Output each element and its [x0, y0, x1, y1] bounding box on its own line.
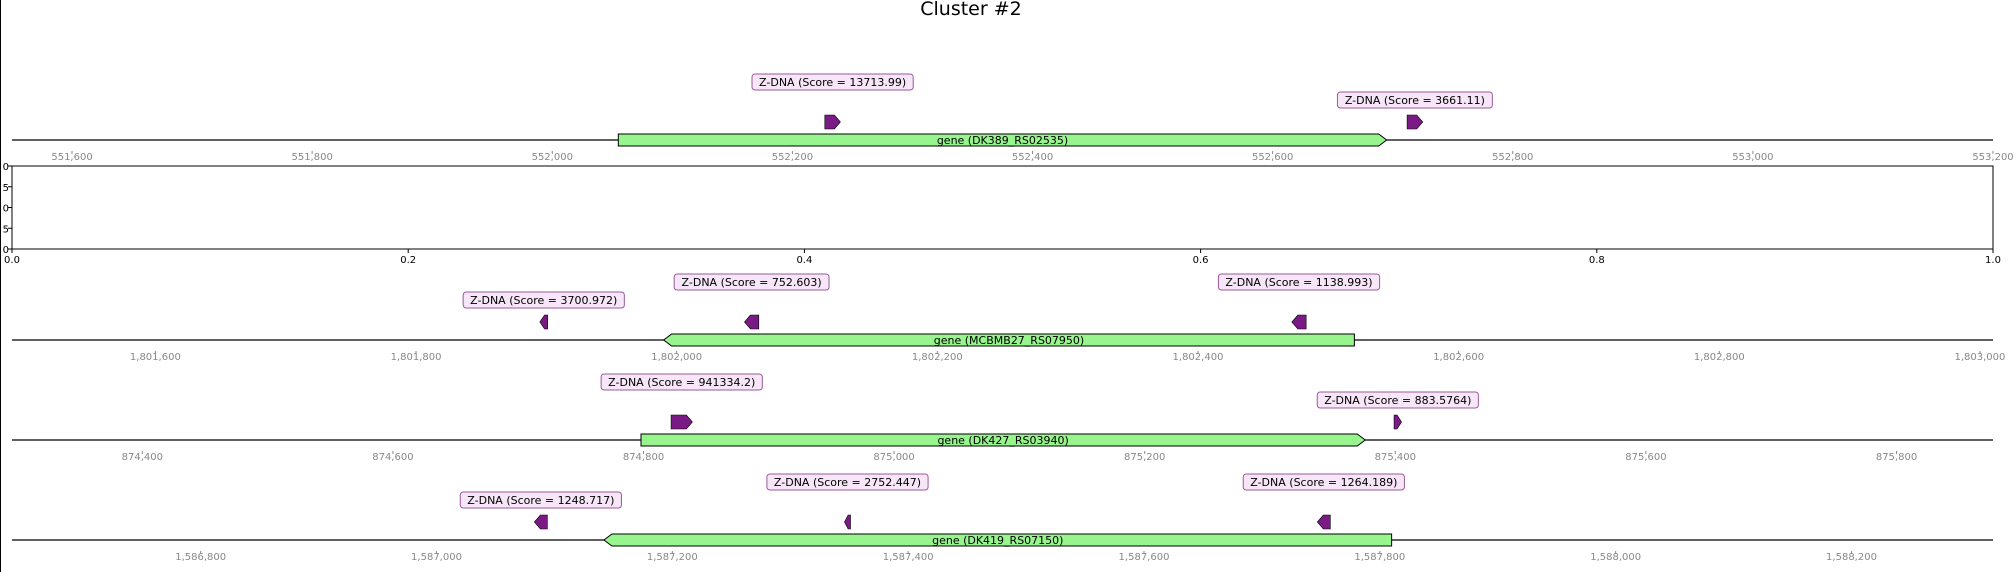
zdna-label-box [1316, 391, 1479, 409]
zdna-arrow [844, 514, 851, 530]
tick-label: 1,587,800 [1354, 552, 1405, 563]
figure-title: Cluster #2 [920, 0, 1022, 20]
tick-label: 1,587,200 [647, 552, 698, 563]
gene-arrow [617, 133, 1388, 147]
tick-label: 1,587,400 [883, 552, 934, 563]
gene-arrow [603, 533, 1393, 547]
x-tick-label: 0.2 [400, 255, 416, 266]
zdna-label: Z-DNA (Score = 2752.447) [774, 476, 921, 489]
tick-label: 551,800 [291, 152, 332, 163]
zdna-label: Z-DNA (Score = 941334.2) [608, 376, 755, 389]
y-tick-label: 0 [3, 245, 9, 256]
track-3: 874,400 874,600 874,800 875,000 875,200 875,4… [12, 373, 1993, 463]
y-tick-label: 0 [3, 162, 9, 173]
x-tick-label: 0.6 [1193, 255, 1209, 266]
tick-label: 1,588,000 [1590, 552, 1641, 563]
zdna-label: Z-DNA (Score = 13713.99) [759, 76, 906, 89]
track-4: 1,586,800 1,587,000 1,587,200 1,587,400 1,58… [12, 473, 1993, 563]
tick-label: 552,200 [772, 152, 813, 163]
tick-label: 875,000 [873, 452, 914, 463]
zdna-arrow [1393, 414, 1402, 430]
gene-arrow [640, 433, 1367, 447]
tick-label: 875,200 [1124, 452, 1165, 463]
tick-label: 874,400 [122, 452, 163, 463]
zdna-label: Z-DNA (Score = 1138.993) [1225, 276, 1372, 289]
zdna-label-box [1242, 473, 1405, 491]
zdna-arrow [744, 314, 760, 330]
zdna-label: Z-DNA (Score = 3661.11) [1345, 94, 1485, 107]
zdna-arrow [1406, 114, 1424, 130]
x-tick-label: 0.4 [796, 255, 812, 266]
tick-label: 1,802,200 [912, 352, 963, 363]
zdna-label-box [1336, 91, 1493, 109]
gene-label: gene (DK389_RS02535) [937, 134, 1068, 147]
tick-label: 1,802,800 [1694, 352, 1745, 363]
y-tick-label: 0 [3, 204, 9, 215]
tick-label: 875,800 [1876, 452, 1917, 463]
tick-label: 551,600 [51, 152, 92, 163]
tick-label: 874,600 [372, 452, 413, 463]
tick-label: 1,802,400 [1173, 352, 1224, 363]
x-tick-label: 1.0 [1985, 255, 2001, 266]
zdna-label-box [1217, 273, 1381, 291]
tick-label: 553,200 [1972, 152, 2013, 163]
tick-label: 1,803,000 [1955, 352, 2006, 363]
gene-arrow [662, 333, 1355, 347]
gene-label: gene (MCBMB27_RS07950) [934, 334, 1084, 347]
zdna-label: Z-DNA (Score = 3700.972) [470, 294, 617, 307]
zdna-label-box [766, 473, 929, 491]
zdna-arrow [670, 414, 693, 430]
tick-label: 1,802,000 [651, 352, 702, 363]
empty-axes: 0.0 0.2 0.4 0.6 0.8 1.0 0 5 0 5 0 [3, 162, 2001, 266]
tick-label: 874,800 [623, 452, 664, 463]
gene-label: gene (DK427_RS03940) [937, 434, 1068, 447]
zdna-label-box [459, 491, 622, 509]
empty-axes-frame [11, 165, 1994, 250]
zdna-arrow [824, 114, 841, 130]
tick-label: 552,000 [532, 152, 573, 163]
y-tick-label: 5 [3, 183, 9, 194]
tick-label: 553,000 [1732, 152, 1773, 163]
zdna-arrow [1291, 314, 1307, 330]
tick-label: 552,400 [1012, 152, 1053, 163]
zdna-label: Z-DNA (Score = 1248.717) [467, 494, 614, 507]
track-1: 551,600 551,800 552,000 552,200 552,400 552,6… [12, 73, 2014, 163]
zdna-label-box [462, 291, 625, 309]
tick-label: 1,801,600 [130, 352, 181, 363]
tick-label: 875,600 [1625, 452, 1666, 463]
x-tick-label: 0.0 [4, 255, 20, 266]
zdna-arrow [539, 314, 548, 330]
tracks-layer: 551,600 551,800 552,000 552,200 552,400 552,6… [12, 73, 2014, 563]
tick-label: 1,587,600 [1119, 552, 1170, 563]
zdna-label-box [751, 73, 914, 91]
x-tick-label: 0.8 [1589, 255, 1605, 266]
tick-label: 1,588,200 [1826, 552, 1877, 563]
tick-label: 875,400 [1375, 452, 1416, 463]
tick-label: 1,586,800 [175, 552, 226, 563]
tick-label: 1,801,800 [391, 352, 442, 363]
zdna-arrow [533, 514, 548, 530]
zdna-arrow [1316, 514, 1331, 530]
zdna-label: Z-DNA (Score = 883.5764) [1324, 394, 1471, 407]
track-2: 1,801,600 1,801,800 1,802,000 1,802,200 1,80… [12, 273, 2006, 363]
tick-label: 1,587,000 [411, 552, 462, 563]
zdna-label-box [600, 373, 763, 391]
zdna-label-box [673, 273, 830, 291]
tick-label: 552,800 [1492, 152, 1533, 163]
tick-label: 1,802,600 [1433, 352, 1484, 363]
gene-label: gene (DK419_RS07150) [932, 534, 1063, 547]
zdna-label: Z-DNA (Score = 752.603) [682, 276, 822, 289]
y-tick-label: 5 [3, 224, 9, 235]
tick-label: 552,600 [1252, 152, 1293, 163]
zdna-label: Z-DNA (Score = 1264.189) [1250, 476, 1397, 489]
